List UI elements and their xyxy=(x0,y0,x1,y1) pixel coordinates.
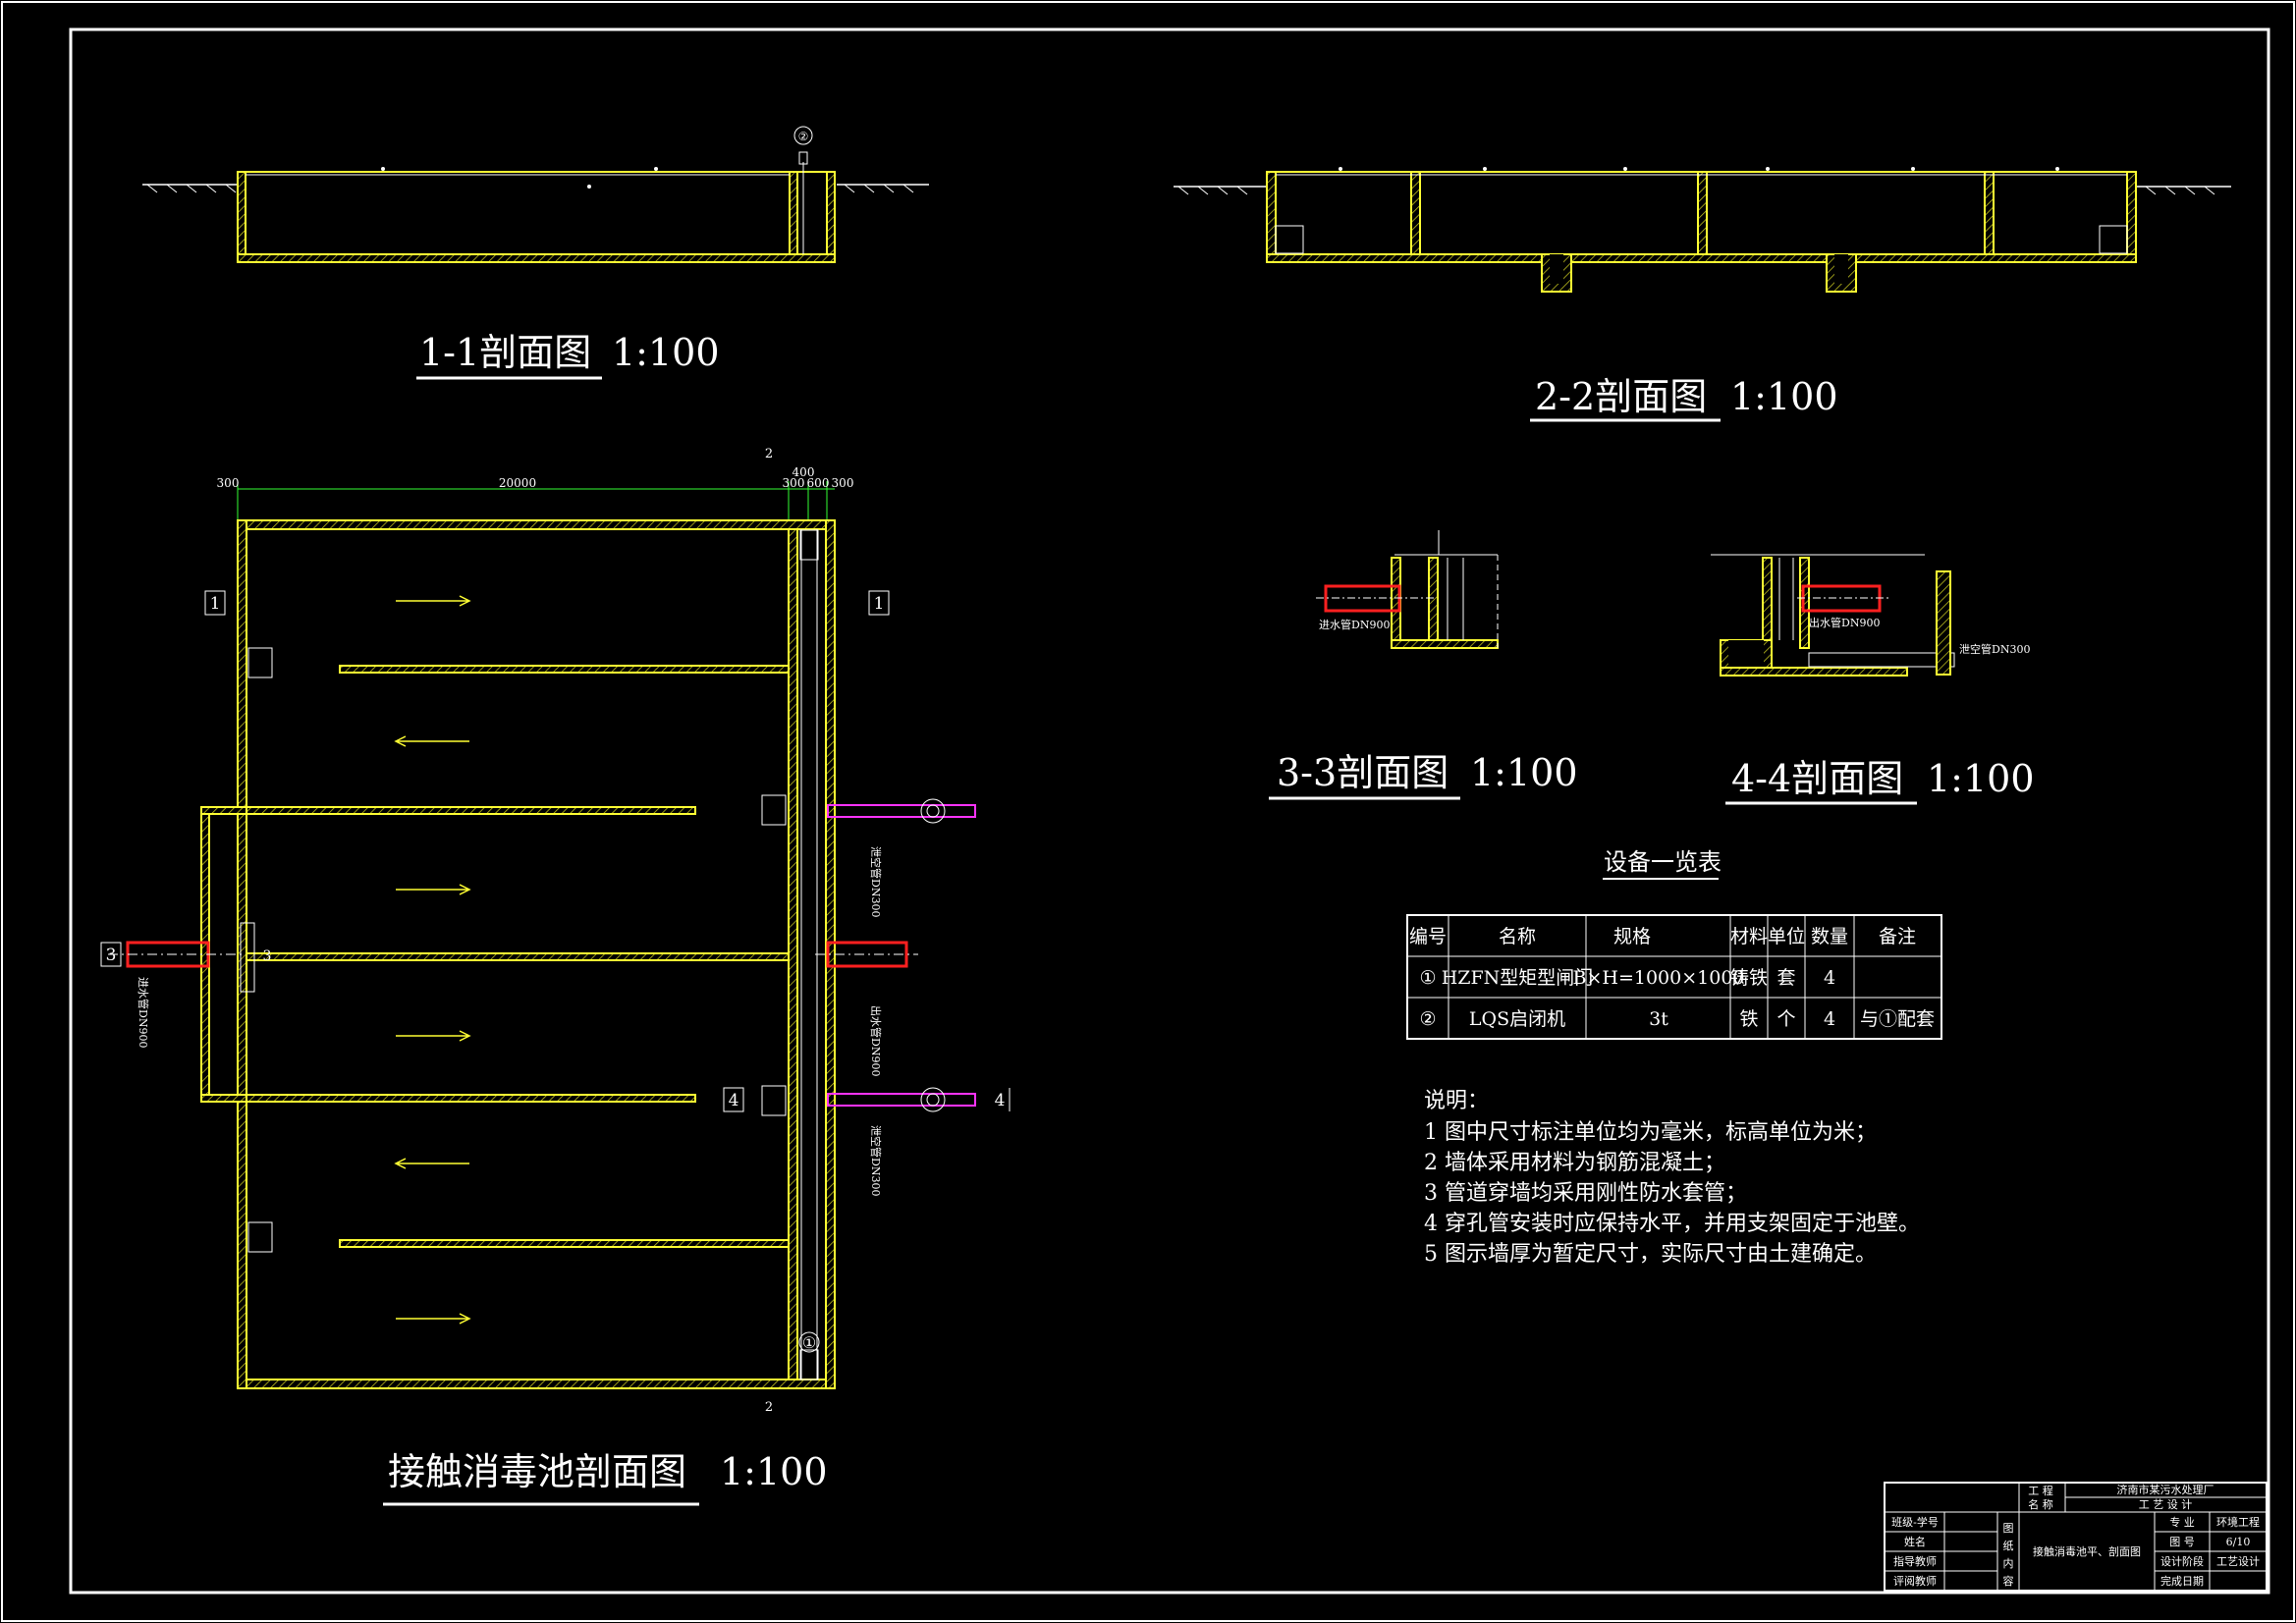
svg-text:图: 图 xyxy=(2003,1522,2014,1535)
svg-text:LQS启闭机: LQS启闭机 xyxy=(1469,1008,1565,1030)
svg-text:容: 容 xyxy=(2003,1574,2014,1588)
dim-600: 600 xyxy=(807,476,830,490)
svg-text:6/10: 6/10 xyxy=(2226,1536,2251,1548)
svg-text:编号: 编号 xyxy=(1409,926,1447,947)
svg-text:单位: 单位 xyxy=(1768,926,1805,947)
mark-3-inner: 3 xyxy=(263,948,272,964)
plan-view: 300 20000 300 600 300 400 xyxy=(100,447,1011,1415)
svg-text:专 业: 专 业 xyxy=(2169,1515,2195,1529)
svg-text:3t: 3t xyxy=(1649,1008,1668,1030)
equipment-caption: 设备一览表 xyxy=(1604,848,1722,876)
scale-3-3: 1:100 xyxy=(1470,751,1578,794)
svg-text:设计阶段: 设计阶段 xyxy=(2160,1554,2204,1568)
label-4-4-outlet: 出水管DN900 xyxy=(1809,616,1880,629)
mark-4-right: 4 xyxy=(995,1091,1006,1110)
dim-400: 400 xyxy=(793,465,815,479)
tb-project: 济南市某污水处理厂 xyxy=(2117,1483,2214,1496)
note-4: 4 穿孔管安装时应保持水平，并用支架固定于池壁。 xyxy=(1424,1212,1920,1236)
svg-text:铸铁: 铸铁 xyxy=(1730,967,1768,989)
section-2-2 xyxy=(1174,167,2231,293)
mark-2-top: 2 xyxy=(765,447,773,461)
mark-1-right: 1 xyxy=(874,594,885,614)
label-3-3-inlet: 进水管DN900 xyxy=(1319,618,1390,631)
svg-text:图 号: 图 号 xyxy=(2169,1536,2195,1548)
scale-plan: 1:100 xyxy=(720,1450,828,1493)
svg-text:4: 4 xyxy=(1824,1008,1835,1030)
svg-text:个: 个 xyxy=(1777,1008,1795,1030)
svg-text:与①配套: 与①配套 xyxy=(1860,1008,1935,1030)
title-plan: 接触消毒池剖面图 xyxy=(388,1450,686,1493)
mark-4-left: 4 xyxy=(729,1091,739,1110)
dim-20000: 20000 xyxy=(499,476,536,490)
note-3: 3 管道穿墙均采用刚性防水套管； xyxy=(1424,1181,1747,1206)
dim-300-right: 300 xyxy=(832,476,854,490)
label-outlet-pipe: 出水管DN900 xyxy=(869,1005,883,1076)
svg-text:B×H=1000×1000: B×H=1000×1000 xyxy=(1573,967,1745,989)
tb-drawing-name: 接触消毒池平、剖面图 xyxy=(2033,1544,2141,1558)
svg-text:班级-学号: 班级-学号 xyxy=(1891,1515,1939,1529)
title-section-1-1: 1-1剖面图 xyxy=(419,331,591,374)
svg-text:HZFN型矩型闸门: HZFN型矩型闸门 xyxy=(1442,967,1594,989)
title-section-2-2: 2-2剖面图 xyxy=(1535,375,1707,418)
svg-text:内: 内 xyxy=(2003,1556,2014,1570)
note-5: 5 图示墙厚为暂定尺寸，实际尺寸由土建确定。 xyxy=(1424,1242,1877,1267)
label-drain-pipe-1: 泄空管DN300 xyxy=(869,846,883,917)
notes-heading: 说明： xyxy=(1424,1089,1489,1113)
svg-text:纸: 纸 xyxy=(2003,1540,2014,1552)
scale-1-1: 1:100 xyxy=(612,331,720,374)
svg-text:完成日期: 完成日期 xyxy=(2160,1574,2204,1588)
scale-2-2: 1:100 xyxy=(1730,375,1838,418)
title-section-3-3: 3-3剖面图 xyxy=(1277,751,1449,794)
dim-300-left: 300 xyxy=(217,476,240,490)
section-3-3: 进水管DN900 xyxy=(1316,530,1499,649)
equipment-table: 编号 名称 规格 材料 单位 数量 备注 ① HZFN型矩型闸门 B×H=100… xyxy=(1406,914,1942,1040)
dim-300-mid: 300 xyxy=(783,476,805,490)
svg-text:工 程: 工 程 xyxy=(2028,1485,2053,1497)
svg-text:①: ① xyxy=(1419,967,1436,989)
inner-frame xyxy=(69,27,2270,1595)
title-section-4-4: 4-4剖面图 xyxy=(1731,757,1903,800)
callout-2: ② xyxy=(798,130,809,143)
mark-2-bottom: 2 xyxy=(765,1400,773,1415)
note-2: 2 墙体采用材料为钢筋混凝土； xyxy=(1424,1151,1725,1175)
tb-design: 工 艺 设 计 xyxy=(2139,1498,2193,1511)
note-1: 1 图中尺寸标注单位均为毫米，标高单位为米； xyxy=(1424,1120,1877,1145)
svg-text:备注: 备注 xyxy=(1879,926,1916,947)
notes: 说明： 1 图中尺寸标注单位均为毫米，标高单位为米； 2 墙体采用材料为钢筋混凝… xyxy=(1424,1089,1920,1267)
svg-text:评阅教师: 评阅教师 xyxy=(1893,1575,1937,1588)
label-inlet-pipe: 进水管DN900 xyxy=(137,977,150,1048)
svg-text:材料: 材料 xyxy=(1730,926,1768,947)
svg-text:环境工程: 环境工程 xyxy=(2216,1515,2260,1529)
svg-text:指导教师: 指导教师 xyxy=(1893,1554,1937,1568)
svg-text:工艺设计: 工艺设计 xyxy=(2216,1555,2260,1568)
svg-text:4: 4 xyxy=(1824,967,1835,989)
section-4-4: 出水管DN900 泄空管DN300 xyxy=(1711,554,2030,676)
scale-4-4: 1:100 xyxy=(1927,757,2035,800)
svg-text:名 称: 名 称 xyxy=(2028,1497,2053,1511)
svg-text:②: ② xyxy=(1419,1008,1436,1030)
svg-text:名称: 名称 xyxy=(1499,926,1536,947)
title-block: 工 程 名 称 济南市某污水处理厂 工 艺 设 计 班级-学号 姓名 指导教师 … xyxy=(1884,1482,2268,1592)
svg-text:规格: 规格 xyxy=(1613,926,1651,947)
callout-1: ① xyxy=(802,1333,816,1352)
svg-text:套: 套 xyxy=(1777,967,1795,989)
section-1-1: ② xyxy=(142,126,929,263)
svg-text:数量: 数量 xyxy=(1811,926,1848,947)
label-4-4-drain: 泄空管DN300 xyxy=(1959,642,2030,656)
svg-text:铁: 铁 xyxy=(1739,1008,1758,1030)
svg-text:姓名: 姓名 xyxy=(1904,1535,1926,1548)
label-drain-pipe-2: 泄空管DN300 xyxy=(869,1125,883,1196)
mark-3: 3 xyxy=(106,946,117,965)
mark-1-left: 1 xyxy=(210,594,221,614)
